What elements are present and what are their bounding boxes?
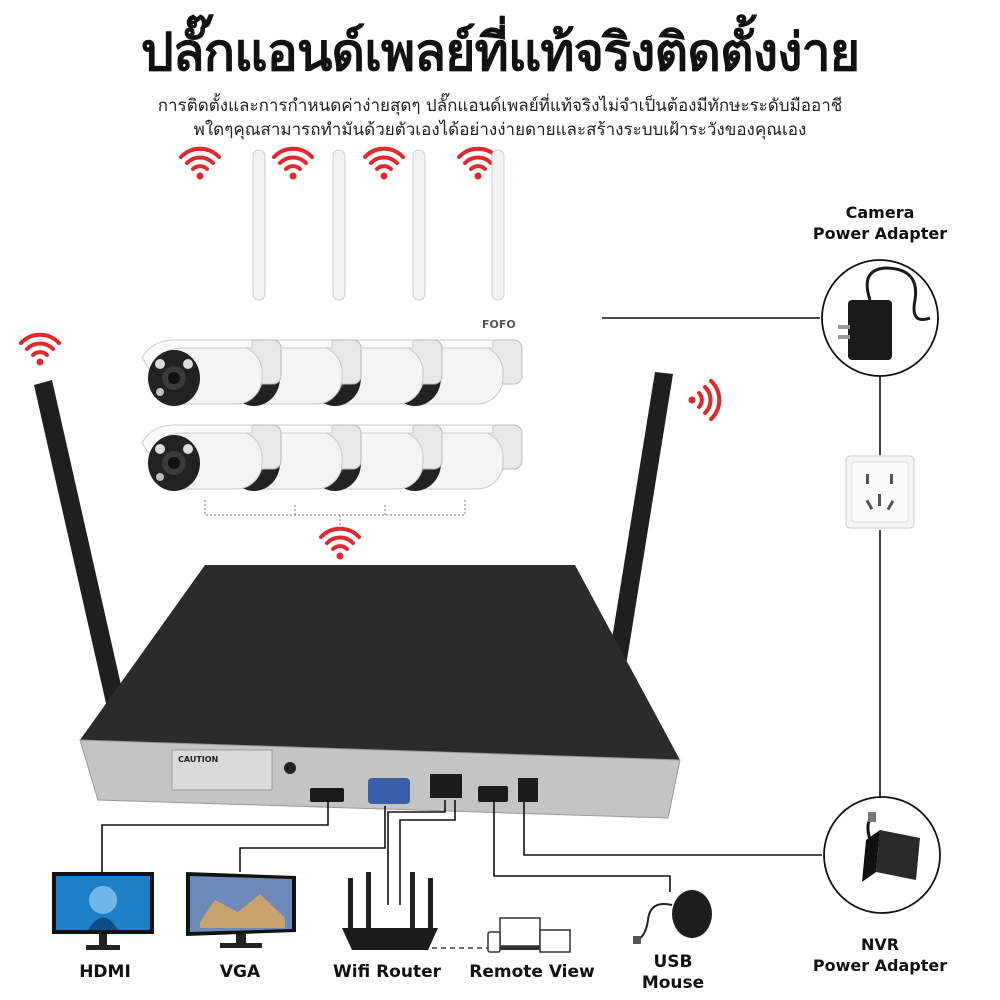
page-title: ปลั๊กแอนด์เพลย์ที่แท้จริงติดตั้งง่าย (140, 23, 860, 83)
camera-adapter-label-line1: Camera (845, 203, 915, 222)
wifi-signal-icon (19, 332, 61, 368)
camera-adapter-label-line2: Power Adapter (812, 224, 948, 243)
camera-power-adapter (821, 259, 939, 377)
vga-label: VGA (219, 962, 261, 982)
camera-dotted-link (204, 500, 466, 528)
camera-brand: FOFO (482, 318, 516, 331)
nvr-antenna-left (34, 380, 142, 783)
remote-view-label: Remote View (469, 962, 595, 982)
usb-mouse-label-line2: Mouse (641, 973, 705, 993)
usb-mouse-icon (633, 890, 712, 944)
page-subtitle: การติดตั้งและการกำหนดค่าง่ายสุดๆ ปลั๊กแอ… (40, 94, 960, 142)
connection-lines (101, 317, 881, 905)
remote-view-devices-icon (487, 917, 571, 953)
wifi-signal-icon (686, 379, 722, 421)
subtitle-line-2: พใดๆคุณสามารถทำมันด้วยตัวเองได้อย่างง่าย… (193, 120, 807, 140)
subtitle-line-1: การติดตั้งและการกำหนดค่าง่ายสุดๆ ปลั๊กแอ… (157, 96, 843, 116)
usb-mouse-label-line1: USB (653, 952, 693, 972)
hdmi-monitor-icon (52, 872, 154, 950)
camera-group: FOFO (141, 318, 523, 492)
wifi-router-icon (342, 872, 438, 950)
vga-monitor-icon (186, 872, 296, 948)
nvr-adapter-label-line2: Power Adapter (812, 956, 948, 975)
nvr-power-adapter (823, 796, 941, 914)
nvr-adapter-label: NVR Power Adapter (790, 934, 970, 976)
nvr-recorder: CAUTION (79, 565, 681, 819)
wifi-signal-icon (272, 146, 314, 182)
wifi-signal-icon (319, 526, 361, 562)
usb-mouse-label: USB Mouse (628, 952, 718, 994)
wifi-signal-icon (179, 146, 221, 182)
router-label: Wifi Router (332, 962, 441, 982)
camera-adapter-label: Camera Power Adapter (790, 202, 970, 244)
wifi-signal-icon (457, 146, 499, 182)
wifi-signal-icon (363, 146, 405, 182)
hdmi-label: HDMI (79, 962, 131, 982)
caution-label: CAUTION (178, 755, 218, 764)
wall-socket-icon (845, 455, 915, 529)
nvr-adapter-label-line1: NVR (860, 935, 900, 954)
camera-antennas (252, 149, 505, 301)
